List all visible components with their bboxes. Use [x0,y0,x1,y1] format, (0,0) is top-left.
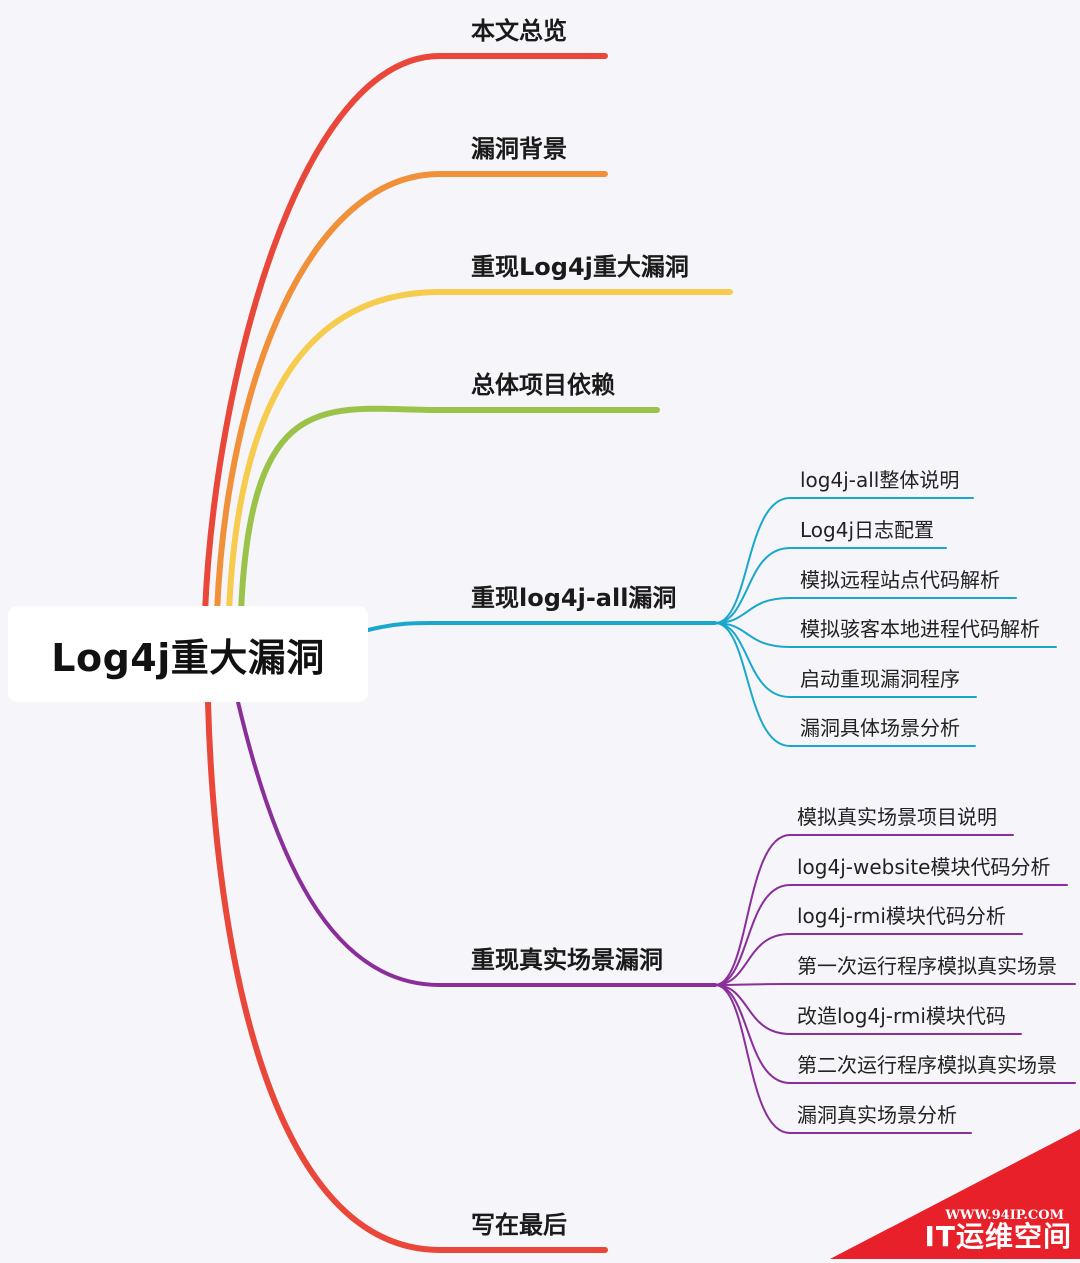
child-connector [714,933,1023,986]
child-label[interactable]: 模拟骇客本地进程代码解析 [800,617,1040,641]
child-connector [714,984,1076,1084]
child-label[interactable]: 改造log4j-rmi模块代码 [797,1004,1006,1028]
branch-label[interactable]: 重现Log4j重大漏洞 [471,253,689,281]
branch-label[interactable]: 本文总览 [471,17,567,45]
child-label[interactable]: 模拟真实场景项目说明 [797,805,997,829]
child-connector [714,622,976,747]
child-label[interactable]: 漏洞具体场景分析 [800,716,960,740]
watermark: WWW.94IP.COM IT运维空间 [830,1129,1080,1259]
child-label[interactable]: 模拟远程站点代码解析 [800,568,1000,592]
child-label[interactable]: 启动重现漏洞程序 [800,667,960,691]
child-connector [714,622,1057,648]
branch-connector [226,289,733,615]
child-label[interactable]: 第二次运行程序模拟真实场景 [797,1053,1057,1077]
watermark-name: IT运维空间 [924,1220,1072,1253]
watermark-url: WWW.94IP.COM [945,1208,1064,1223]
child-label[interactable]: log4j-rmi模块代码分析 [797,904,1006,928]
child-connector [714,984,972,1134]
branch-label[interactable]: 漏洞背景 [471,135,567,163]
child-connector [714,834,1014,986]
branch-label[interactable]: 总体项目依赖 [471,371,615,399]
root-node[interactable]: Log4j重大漏洞 [8,606,368,702]
child-label[interactable]: log4j-website模块代码分析 [797,855,1051,879]
branch-connector [366,620,717,632]
child-label[interactable]: log4j-all整体说明 [800,468,960,492]
branch-connector [236,700,717,987]
watermark-triangle [830,1129,1080,1259]
child-connector [714,547,947,624]
branch-connector [238,405,660,615]
child-connector [714,497,974,624]
child-connector [714,597,1017,624]
branch-connector [214,171,608,615]
child-connector [714,984,1022,1035]
child-connector [714,622,977,698]
branch-connector [205,699,608,1253]
child-label[interactable]: Log4j日志配置 [800,518,935,542]
branch-label[interactable]: 重现log4j-all漏洞 [471,584,677,612]
child-label[interactable]: 漏洞真实场景分析 [797,1103,957,1127]
child-connector [714,884,1068,986]
child-label[interactable]: 第一次运行程序模拟真实场景 [797,954,1057,978]
child-connector [714,983,1076,986]
branch-label[interactable]: 重现真实场景漏洞 [471,946,663,974]
root-label: Log4j重大漏洞 [51,635,325,680]
branch-label[interactable]: 写在最后 [471,1211,567,1239]
branch-connector [202,53,608,615]
